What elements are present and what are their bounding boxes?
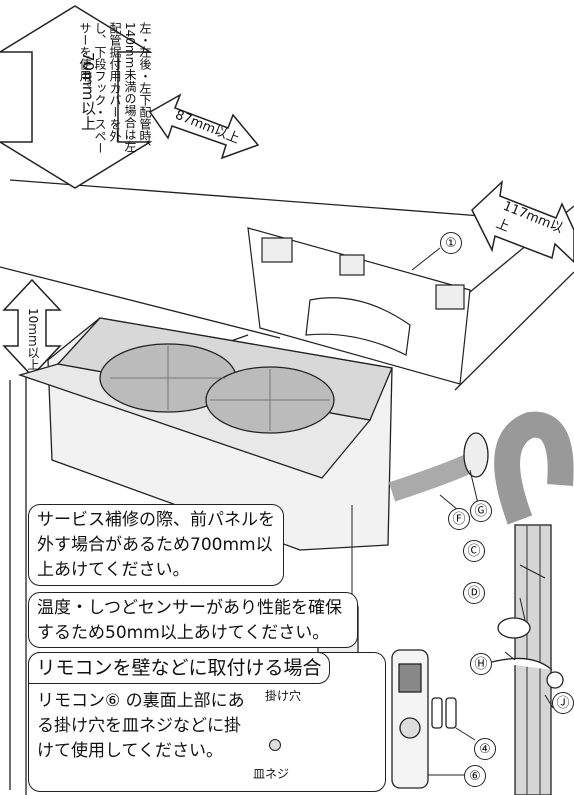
- clearance-top-label: 70mm以上: [79, 52, 97, 131]
- remote-mount-box: リモコンを壁などに取付ける場合 リモコン⑥ の裏面上部にある掛け穴を皿ネジなどに…: [28, 652, 386, 792]
- part-G: Ⓖ: [470, 500, 492, 522]
- part-6: ⑥: [464, 765, 486, 787]
- clearance-left-label: 10mm以上: [26, 308, 40, 371]
- mounting-plate: [247, 227, 471, 385]
- screw-label: 皿ネジ: [253, 767, 290, 781]
- service-note: サービス補修の際、前パネルを外す場合があるため700mm以上あけてください。: [28, 504, 284, 586]
- screw-icon: [269, 739, 281, 751]
- remote-mount-body: リモコン⑥ の裏面上部にある掛け穴を皿ネジなどに掛けて使用してください。: [37, 691, 245, 761]
- part-J: Ⓙ: [552, 692, 574, 714]
- part-4: ④: [474, 738, 496, 760]
- indoor-unit: [17, 317, 393, 551]
- remote-mount-title: リモコンを壁などに取付ける場合: [28, 652, 330, 684]
- clearance-top-arrow: [0, 5, 153, 189]
- part-F: Ⓕ: [448, 508, 470, 530]
- clamps: [491, 617, 564, 689]
- hanging-hole-label: 掛け穴: [265, 689, 302, 703]
- part-C: Ⓒ: [463, 540, 485, 562]
- sensor-note: 温度・しつどセンサーがあり性能を確保するため50mm以上あけてください。: [28, 592, 358, 648]
- clearance-right-arrow: [471, 180, 574, 264]
- part-D: Ⓓ: [463, 582, 485, 604]
- clearance-left-top-arrow: [148, 93, 260, 160]
- part-H: Ⓗ: [470, 653, 492, 675]
- part-1: ①: [440, 232, 462, 254]
- clearance-top-note: 左・左後・左下配管時、140mm未満の場合は左配管据付用カバーを外し、下段フック…: [78, 22, 152, 154]
